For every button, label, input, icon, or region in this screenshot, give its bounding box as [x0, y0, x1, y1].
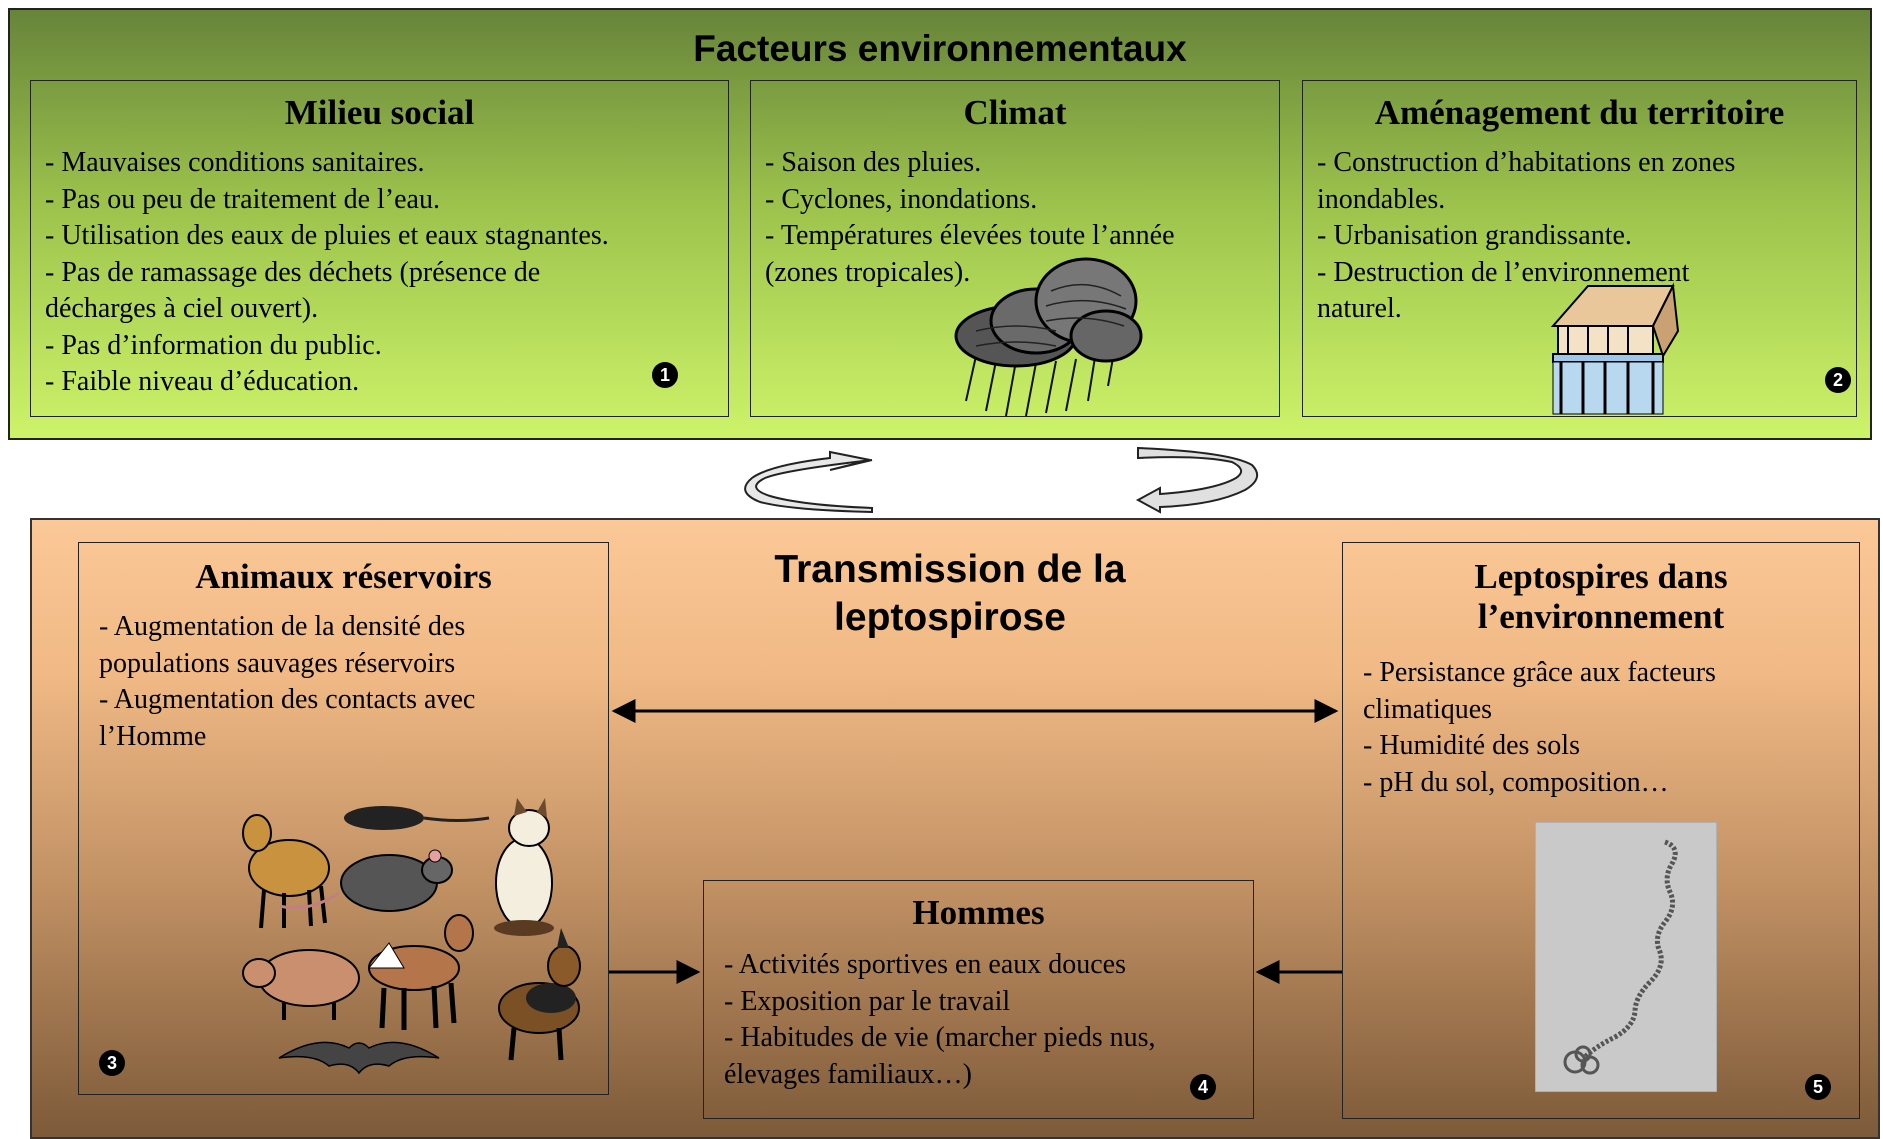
list-item: - pH du sol, composition…	[1363, 766, 1669, 798]
list-item: naturel.	[1317, 293, 1402, 324]
animaux-box: Animaux réservoirs - Augmentation de la …	[78, 542, 609, 1095]
list-item: - Habitudes de vie (marcher pieds nus,	[724, 1022, 1156, 1053]
environmental-factors-title: Facteurs environnementaux	[693, 28, 1187, 69]
mole-icon	[344, 806, 490, 830]
list-item: - Cyclones, inondations.	[765, 183, 1038, 215]
list-item: - Augmentation de la densité des	[99, 611, 466, 642]
rat-icon	[278, 849, 453, 912]
milieu-social-items: - Mauvaises conditions sanitaires. - Pas…	[45, 145, 609, 401]
list-item: - Activités sportives en eaux douces	[724, 949, 1127, 980]
cat-icon	[494, 798, 554, 936]
list-item: - Pas ou peu de traitement de l’eau.	[45, 183, 440, 215]
list-item: élevages familiaux…)	[724, 1058, 973, 1090]
badge-2: 2	[1825, 367, 1851, 393]
transmission-title-line1: Transmission de la	[774, 548, 1126, 591]
list-item: - Utilisation des eaux de pluies et eaux…	[45, 220, 609, 251]
leptospires-items: - Persistance grâce aux facteurs climati…	[1363, 655, 1716, 801]
list-item: - Pas d’information du public.	[45, 329, 382, 361]
list-item: - Urbanisation grandissante.	[1317, 220, 1632, 251]
list-item: - Exposition par le travail	[724, 985, 1011, 1017]
hommes-items: - Activités sportives en eaux douces - E…	[724, 947, 1156, 1093]
pig-icon	[242, 949, 360, 1020]
leptospires-title-line1: Leptospires dans	[1474, 557, 1728, 596]
badge-1: 1	[652, 362, 678, 388]
amenagement-box: Aménagement du territoire - Construction…	[1302, 80, 1857, 417]
badge-3: 3	[99, 1050, 125, 1076]
animaux-items: - Augmentation de la densité des populat…	[99, 609, 475, 755]
cow-icon	[242, 814, 330, 929]
hommes-title: Hommes	[912, 893, 1045, 932]
cycle-arrow-left-icon	[744, 450, 873, 514]
amenagement-title: Aménagement du territoire	[1374, 93, 1785, 132]
list-item: décharges à ciel ouvert).	[45, 293, 319, 324]
milieu-social-title: Milieu social	[284, 93, 475, 132]
leptospira-micrograph	[1535, 822, 1717, 1092]
badge-5: 5	[1805, 1074, 1831, 1100]
cycle-arrow-right-icon	[1135, 446, 1259, 514]
bat-icon	[278, 1041, 440, 1075]
list-item: - Pas de ramassage des déchets (présence…	[45, 256, 541, 288]
climat-box: Climat - Saison des pluies. - Cyclones, …	[750, 80, 1280, 417]
transmission-title: Transmission de la leptospirose	[700, 546, 1200, 642]
list-item: - Construction d’habitations en zones	[1317, 147, 1736, 178]
goat-icon	[367, 914, 474, 1030]
amenagement-items: - Construction d’habitations en zones in…	[1317, 145, 1735, 328]
transmission-title-line2: leptospirose	[834, 596, 1066, 639]
animaux-title: Animaux réservoirs	[195, 557, 492, 596]
list-item: - Saison des pluies.	[765, 147, 982, 178]
list-item: climatiques	[1363, 693, 1493, 725]
list-item: - Persistance grâce aux facteurs	[1363, 657, 1716, 688]
list-item: - Températures élevées toute l’année	[765, 220, 1175, 251]
list-item: (zones tropicales).	[765, 256, 971, 288]
reservoir-animals-illustration	[242, 798, 581, 1075]
rain-cloud-icon	[954, 257, 1143, 417]
list-item: - Augmentation des contacts avec	[99, 684, 476, 715]
climat-title: Climat	[963, 93, 1067, 132]
climat-items: - Saison des pluies. - Cyclones, inondat…	[765, 145, 1175, 291]
dog-icon	[498, 928, 581, 1061]
hommes-box: Hommes - Activités sportives en eaux dou…	[703, 880, 1254, 1119]
list-item: - Mauvaises conditions sanitaires.	[45, 147, 425, 178]
list-item: - Destruction de l’environnement	[1317, 256, 1690, 288]
leptospires-title-line2: l’environnement	[1477, 597, 1725, 636]
list-item: inondables.	[1317, 183, 1446, 215]
badge-4: 4	[1190, 1074, 1216, 1100]
list-item: l’Homme	[99, 720, 207, 752]
stilt-house-icon	[1550, 282, 1680, 415]
list-item: - Humidité des sols	[1363, 730, 1580, 761]
list-item: - Faible niveau d’éducation.	[45, 366, 360, 397]
milieu-social-box: Milieu social - Mauvaises conditions san…	[30, 80, 729, 417]
leptospires-box: Leptospires dans l’environnement - Persi…	[1342, 542, 1860, 1119]
list-item: populations sauvages réservoirs	[99, 647, 456, 679]
